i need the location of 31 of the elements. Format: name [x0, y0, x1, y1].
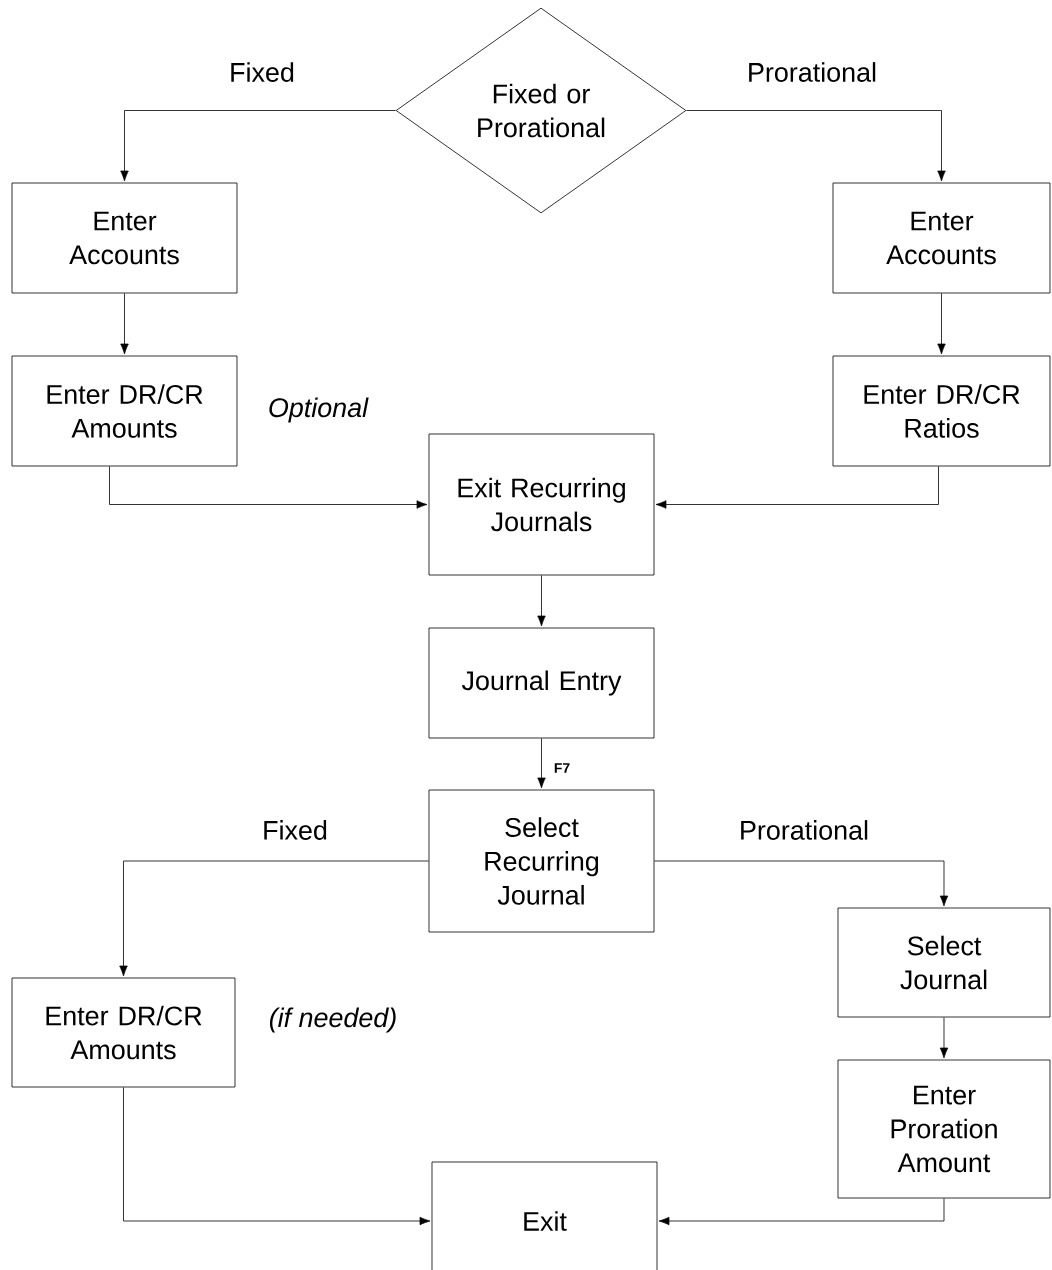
- edge-label: Fixed: [264, 820, 327, 840]
- arrow: [654, 860, 949, 907]
- arrow: [939, 1017, 949, 1059]
- process-box: Enter Accounts: [11, 182, 238, 294]
- process-box: Exit: [431, 1161, 658, 1270]
- note: (if needed): [269, 1007, 396, 1033]
- arrow: [537, 575, 546, 627]
- edge-label: F7: [554, 763, 570, 773]
- process-box: Enter Accounts: [832, 182, 1051, 294]
- arrow: [119, 860, 429, 977]
- note: Optional: [269, 397, 369, 423]
- process-box: Enter Proration Amount: [837, 1059, 1051, 1199]
- arrow: [537, 738, 546, 789]
- edge-label: Fixed: [231, 62, 294, 82]
- arrow: [686, 110, 946, 182]
- process-box: Enter DR/CR Amounts: [11, 977, 236, 1088]
- arrow: [937, 293, 946, 355]
- edge-label: Prorational: [749, 62, 876, 82]
- edge-label: Prorational: [741, 820, 868, 840]
- arrow: [658, 1198, 945, 1226]
- process-box: Exit Recurring Journals: [428, 433, 655, 576]
- process-box: Select Journal: [837, 907, 1051, 1018]
- arrow: [123, 1087, 431, 1226]
- arrow: [109, 466, 428, 509]
- process-box: Journal Entry: [428, 627, 655, 739]
- arrow: [655, 466, 939, 509]
- process-box: Enter DR/CR Amounts: [11, 355, 238, 467]
- process-box: Enter DR/CR Ratios: [832, 355, 1051, 467]
- process-box: Select Recurring Journal: [428, 789, 655, 933]
- arrow: [120, 110, 396, 182]
- arrow: [120, 293, 129, 355]
